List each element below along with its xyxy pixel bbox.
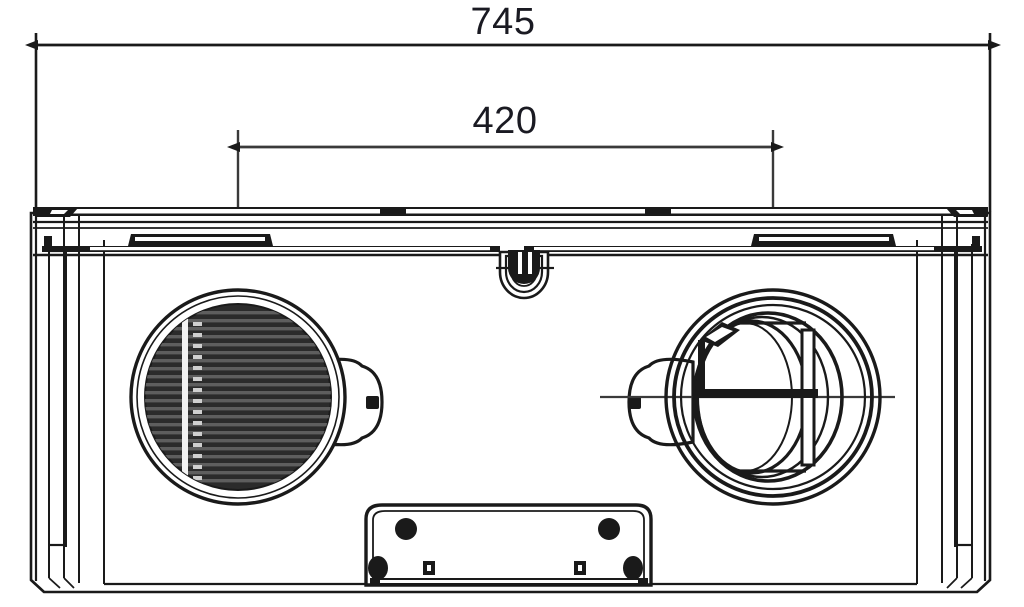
bracket-hole-large-3	[368, 556, 388, 580]
grille-tick-column	[193, 322, 202, 480]
bracket-lip-groove	[380, 580, 638, 583]
top-rail-assembly	[33, 207, 988, 257]
latch-knob-slot-left	[518, 252, 522, 274]
bracket-hole-large-2	[598, 518, 620, 540]
ledge-notch-right	[972, 236, 980, 246]
bottom-left-chamfer	[30, 577, 75, 593]
top-rail-clip-left	[380, 207, 406, 216]
inner-ledge-bars	[42, 234, 982, 252]
port-left-vertical-bar	[698, 340, 705, 395]
bracket-hole-large-1	[395, 518, 417, 540]
top-right-nick	[956, 210, 974, 214]
bracket-hole-large-4	[623, 556, 643, 580]
latch-knob-slot-right	[528, 252, 532, 274]
housing-body	[29, 207, 992, 594]
top-cap-groove	[60, 209, 960, 214]
bracket-outline-inner	[372, 510, 645, 581]
port-inner-duct	[692, 311, 844, 483]
port-tab-hole	[628, 396, 641, 409]
grille-divider-bar	[182, 318, 188, 478]
ledge-notch-left	[44, 236, 52, 246]
bracket-hole-small-2	[574, 561, 586, 575]
top-rail-clip-right	[645, 207, 671, 216]
port-duct-outer-ellipse	[692, 311, 844, 483]
grille-louver-slats	[145, 311, 331, 483]
right-side-rail	[916, 213, 987, 584]
port-wedge-hollow	[706, 327, 733, 342]
port-ring-outer	[664, 288, 882, 506]
center-latch-knob	[496, 250, 554, 300]
grille-tab-hole	[366, 396, 379, 409]
port-ring-2	[672, 296, 874, 498]
latch-housing-inner	[504, 254, 544, 294]
bottom-right-chamfer	[946, 577, 991, 593]
dimension-label-745: 745	[471, 1, 536, 43]
dimension-overall-width: 745	[25, 1, 1001, 212]
intake-grille	[129, 288, 384, 506]
grille-disc	[144, 303, 332, 491]
bottom-mounting-bracket	[364, 503, 653, 587]
dimension-label-420: 420	[473, 100, 538, 142]
latch-knob	[508, 250, 540, 284]
top-left-nick	[50, 210, 68, 214]
port-ring-3	[679, 303, 867, 491]
outlet-port	[600, 288, 895, 506]
port-center-bar	[698, 389, 818, 398]
bracket-hole-small-1	[423, 561, 435, 575]
left-side-rail	[34, 213, 105, 584]
bracket-outline	[364, 503, 653, 587]
